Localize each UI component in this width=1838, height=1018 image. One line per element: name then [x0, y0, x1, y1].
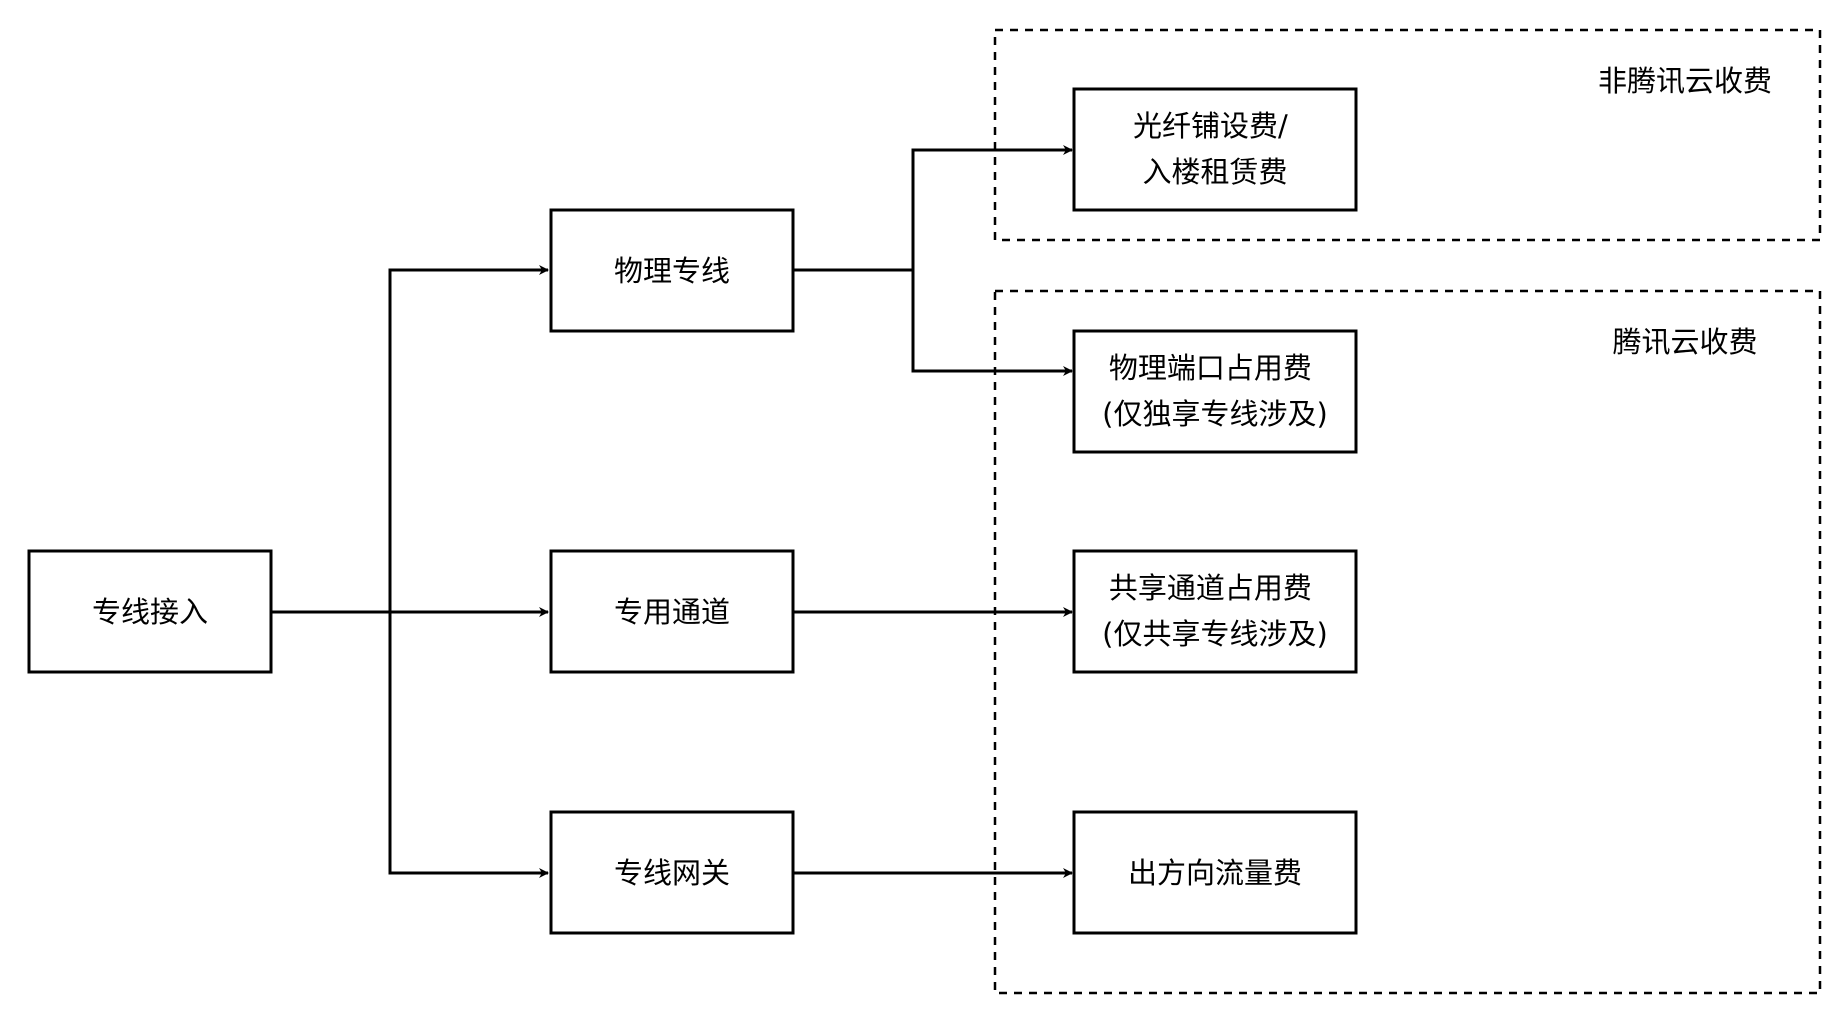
node-fiber: 光纤铺设费/ 入楼租赁费: [1072, 87, 1358, 212]
node-traffic-label: 出方向流量费: [1128, 856, 1302, 890]
node-shared-line-2: (仅共享专线涉及): [1102, 617, 1328, 651]
edge-access-gateway: [272, 610, 549, 878]
node-fiber-line-1: 光纤铺设费/: [1133, 109, 1288, 143]
node-channel-label: 专用通道: [614, 595, 730, 629]
node-traffic: 出方向流量费: [1072, 810, 1358, 935]
node-port-line-2: (仅独享专线涉及): [1102, 397, 1328, 431]
node-shared-box: [1072, 549, 1358, 674]
node-port-label: 物理端口占用费 (仅独享专线涉及): [1102, 351, 1328, 431]
node-channel-box: [549, 549, 795, 674]
group-non-tencent-border: [993, 28, 1822, 242]
node-shared-line-1: 共享通道占用费: [1109, 571, 1312, 605]
node-shared: 共享通道占用费 (仅共享专线涉及): [1072, 549, 1358, 674]
group-tencent-label: 腾讯云收费: [1612, 325, 1757, 359]
node-physical: 物理专线: [549, 208, 795, 333]
node-port-line-1: 物理端口占用费: [1109, 351, 1312, 385]
node-access-label: 专线接入: [92, 595, 208, 629]
group-tencent-border: [993, 289, 1822, 995]
node-traffic-line-1: 出方向流量费: [1128, 856, 1302, 890]
node-fiber-line-2: 入楼租赁费: [1142, 155, 1287, 189]
edges: [272, 145, 1073, 878]
node-traffic-box: [1072, 810, 1358, 935]
node-access-box: [27, 549, 273, 674]
edge-access-physical: [272, 265, 549, 614]
node-fiber-box: [1072, 87, 1358, 212]
edge-physical-fiber: [793, 145, 1073, 272]
node-gateway: 专线网关: [549, 810, 795, 935]
node-access: 专线接入: [27, 549, 273, 674]
node-fiber-label: 光纤铺设费/ 入楼租赁费: [1133, 109, 1297, 189]
node-gateway-label: 专线网关: [614, 856, 730, 890]
node-port-box: [1072, 329, 1358, 454]
group-non-tencent-label: 非腾讯云收费: [1598, 64, 1772, 98]
group-tencent: 腾讯云收费: [993, 289, 1822, 995]
node-gateway-box: [549, 810, 795, 935]
node-channel: 专用通道: [549, 549, 795, 674]
group-non-tencent: 非腾讯云收费: [993, 28, 1822, 242]
node-access-line-1: 专线接入: [92, 595, 208, 629]
node-gateway-line-1: 专线网关: [614, 856, 730, 890]
node-port: 物理端口占用费 (仅独享专线涉及): [1072, 329, 1358, 454]
node-physical-box: [549, 208, 795, 333]
edge-physical-port: [793, 268, 1073, 376]
node-shared-label: 共享通道占用费 (仅共享专线涉及): [1102, 571, 1328, 651]
node-physical-label: 物理专线: [614, 254, 730, 288]
node-physical-line-1: 物理专线: [614, 254, 730, 288]
node-channel-line-1: 专用通道: [614, 595, 730, 629]
